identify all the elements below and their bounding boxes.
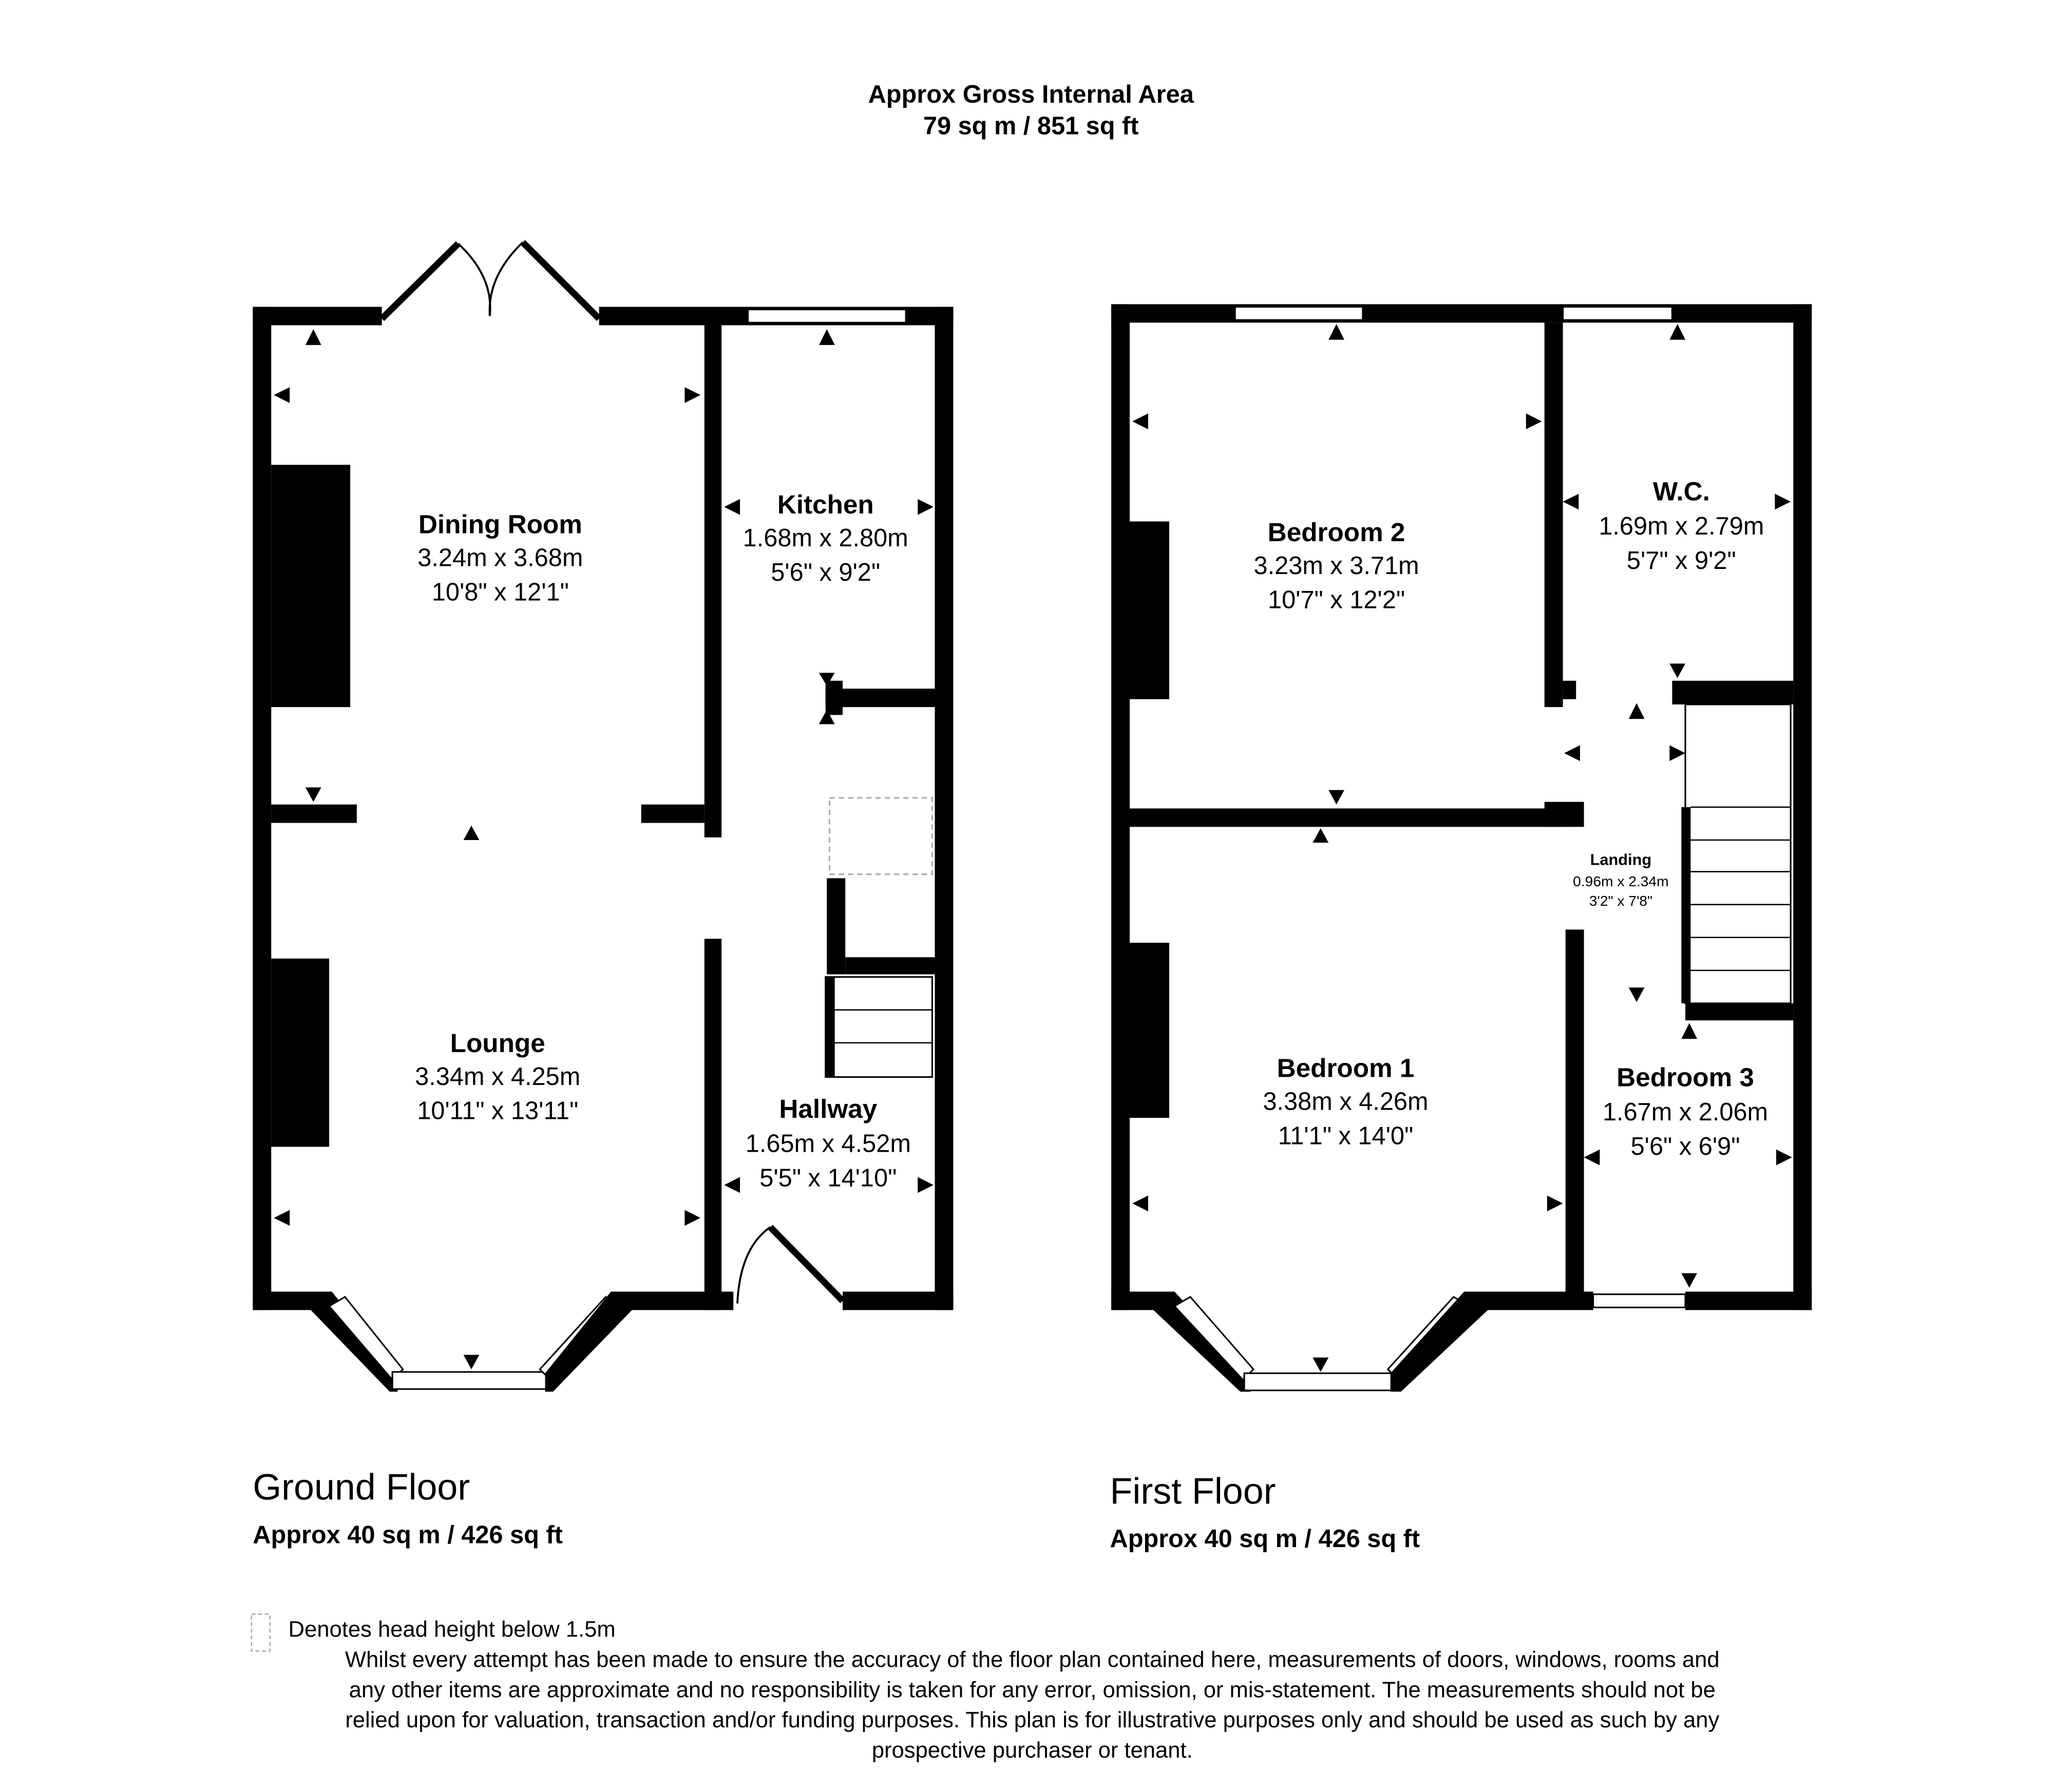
front-door	[768, 1225, 845, 1303]
room-imperial: 10'11" x 13'11"	[417, 1097, 578, 1125]
staircase	[825, 976, 933, 1078]
measurement-arrows	[1132, 323, 1792, 1372]
room-name: Bedroom 3	[1616, 1063, 1754, 1092]
room-metric: 1.69m x 2.79m	[1599, 512, 1764, 540]
ground-floor-area: Approx 40 sq m / 426 sq ft	[253, 1521, 563, 1549]
gross-area-title: Approx Gross Internal Area	[868, 81, 1194, 108]
room-name: Lounge	[450, 1028, 545, 1058]
room-metric: 0.96m x 2.34m	[1573, 873, 1668, 889]
room-metric: 1.65m x 4.52m	[746, 1130, 911, 1158]
staircase	[1681, 703, 1792, 1004]
gross-area-value: 79 sq m / 851 sq ft	[923, 112, 1139, 140]
room-imperial: 5'5" x 14'10"	[759, 1164, 897, 1192]
room-imperial: 10'8" x 12'1"	[432, 578, 569, 606]
first-floor-plan: Bedroom 2 3.23m x 3.71m 10'7" x 12'2" W.…	[1111, 304, 1812, 1392]
first-floor-area: Approx 40 sq m / 426 sq ft	[1110, 1525, 1420, 1553]
disclaimer-line: prospective purchaser or tenant.	[872, 1738, 1193, 1763]
measurement-arrows	[274, 329, 934, 1369]
first-floor-title: First Floor	[1110, 1471, 1276, 1512]
room-name: W.C.	[1653, 476, 1710, 506]
room-name: Hallway	[779, 1094, 877, 1123]
room-name: Kitchen	[777, 490, 874, 519]
room-imperial: 11'1" x 14'0"	[1278, 1122, 1414, 1150]
head-height-legend: Denotes head height below 1.5m	[289, 1617, 616, 1642]
room-imperial: 5'6" x 6'9"	[1631, 1133, 1740, 1160]
room-imperial: 5'6" x 9'2"	[771, 559, 880, 586]
disclaimer-line: any other items are approximate and no r…	[349, 1677, 1716, 1702]
room-name: Dining Room	[419, 510, 582, 539]
ground-floor-title: Ground Floor	[253, 1467, 470, 1508]
french-door-left	[379, 241, 461, 321]
room-metric: 3.24m x 3.68m	[417, 544, 583, 572]
room-metric: 3.34m x 4.25m	[415, 1063, 580, 1091]
room-name: Bedroom 1	[1277, 1054, 1415, 1083]
ground-floor-plan: Dining Room 3.24m x 3.68m 10'8" x 12'1" …	[253, 240, 954, 1392]
head-height-area	[828, 797, 933, 875]
disclaimer-line: relied upon for valuation, transaction a…	[345, 1708, 1719, 1732]
room-metric: 1.68m x 2.80m	[743, 524, 908, 552]
room-metric: 1.67m x 2.06m	[1603, 1098, 1768, 1126]
disclaimer-line: Whilst every attempt has been made to en…	[345, 1647, 1720, 1672]
room-imperial: 5'7" x 9'2"	[1627, 547, 1736, 575]
french-door-right	[520, 240, 602, 321]
room-imperial: 10'7" x 12'2"	[1268, 586, 1405, 614]
room-name: Landing	[1590, 851, 1652, 869]
room-name: Bedroom 2	[1268, 518, 1405, 547]
room-imperial: 3'2" x 7'8"	[1589, 892, 1652, 909]
head-height-legend-swatch	[251, 1613, 271, 1652]
room-metric: 3.23m x 3.71m	[1253, 552, 1419, 580]
room-metric: 3.38m x 4.26m	[1263, 1088, 1428, 1116]
